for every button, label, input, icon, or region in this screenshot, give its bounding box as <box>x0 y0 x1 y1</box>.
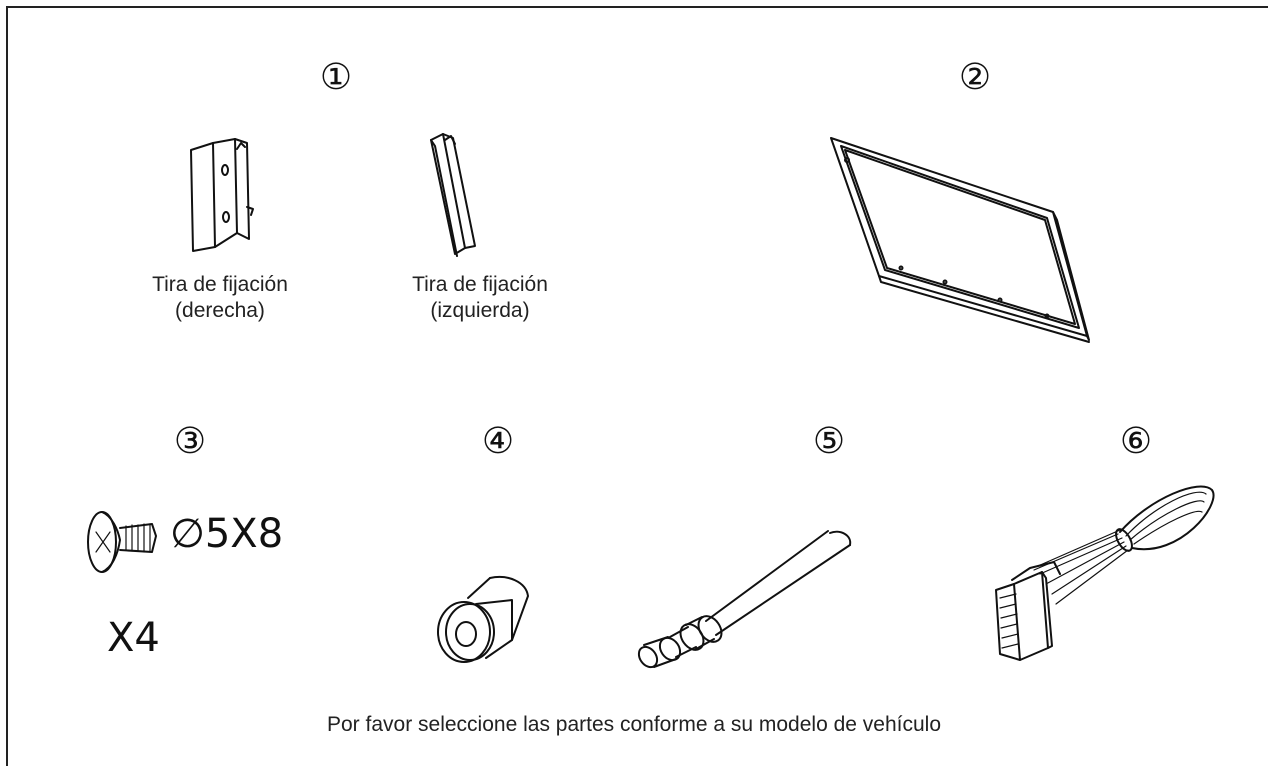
fixing-strip-right-label-line2: (derecha) <box>175 299 265 322</box>
footer-note: Por favor seleccione las partes conforme… <box>327 713 941 736</box>
fixing-strip-left-label: Tira de fijación (izquierda) <box>380 272 580 324</box>
wiring-harness-drawing <box>990 478 1220 668</box>
item-4-number: ④ <box>481 421 515 462</box>
screw-spec: ∅5X8 <box>170 511 284 557</box>
trim-frame-drawing <box>825 130 1095 350</box>
screw-quantity: X4 <box>107 615 160 661</box>
fixing-strip-right-label-line1: Tira de fijación <box>152 273 288 296</box>
item-2-number: ② <box>958 57 992 98</box>
fixing-strip-left-drawing <box>425 130 485 260</box>
item-6-number: ⑥ <box>1119 421 1153 462</box>
item-3-number: ③ <box>173 421 207 462</box>
fixing-strip-right-drawing <box>185 135 265 260</box>
item-1-number: ① <box>319 57 353 98</box>
diagram-frame <box>6 6 1268 766</box>
fixing-strip-right-label: Tira de fijación (derecha) <box>120 272 320 324</box>
fixing-strip-left-label-line1: Tira de fijación <box>412 273 548 296</box>
fixing-strip-left-label-line2: (izquierda) <box>430 299 530 322</box>
guide-pin-drawing <box>630 525 860 669</box>
screw-drawing <box>80 500 170 580</box>
item-5-number: ⑤ <box>812 421 846 462</box>
rubber-bushing-drawing <box>428 570 538 670</box>
